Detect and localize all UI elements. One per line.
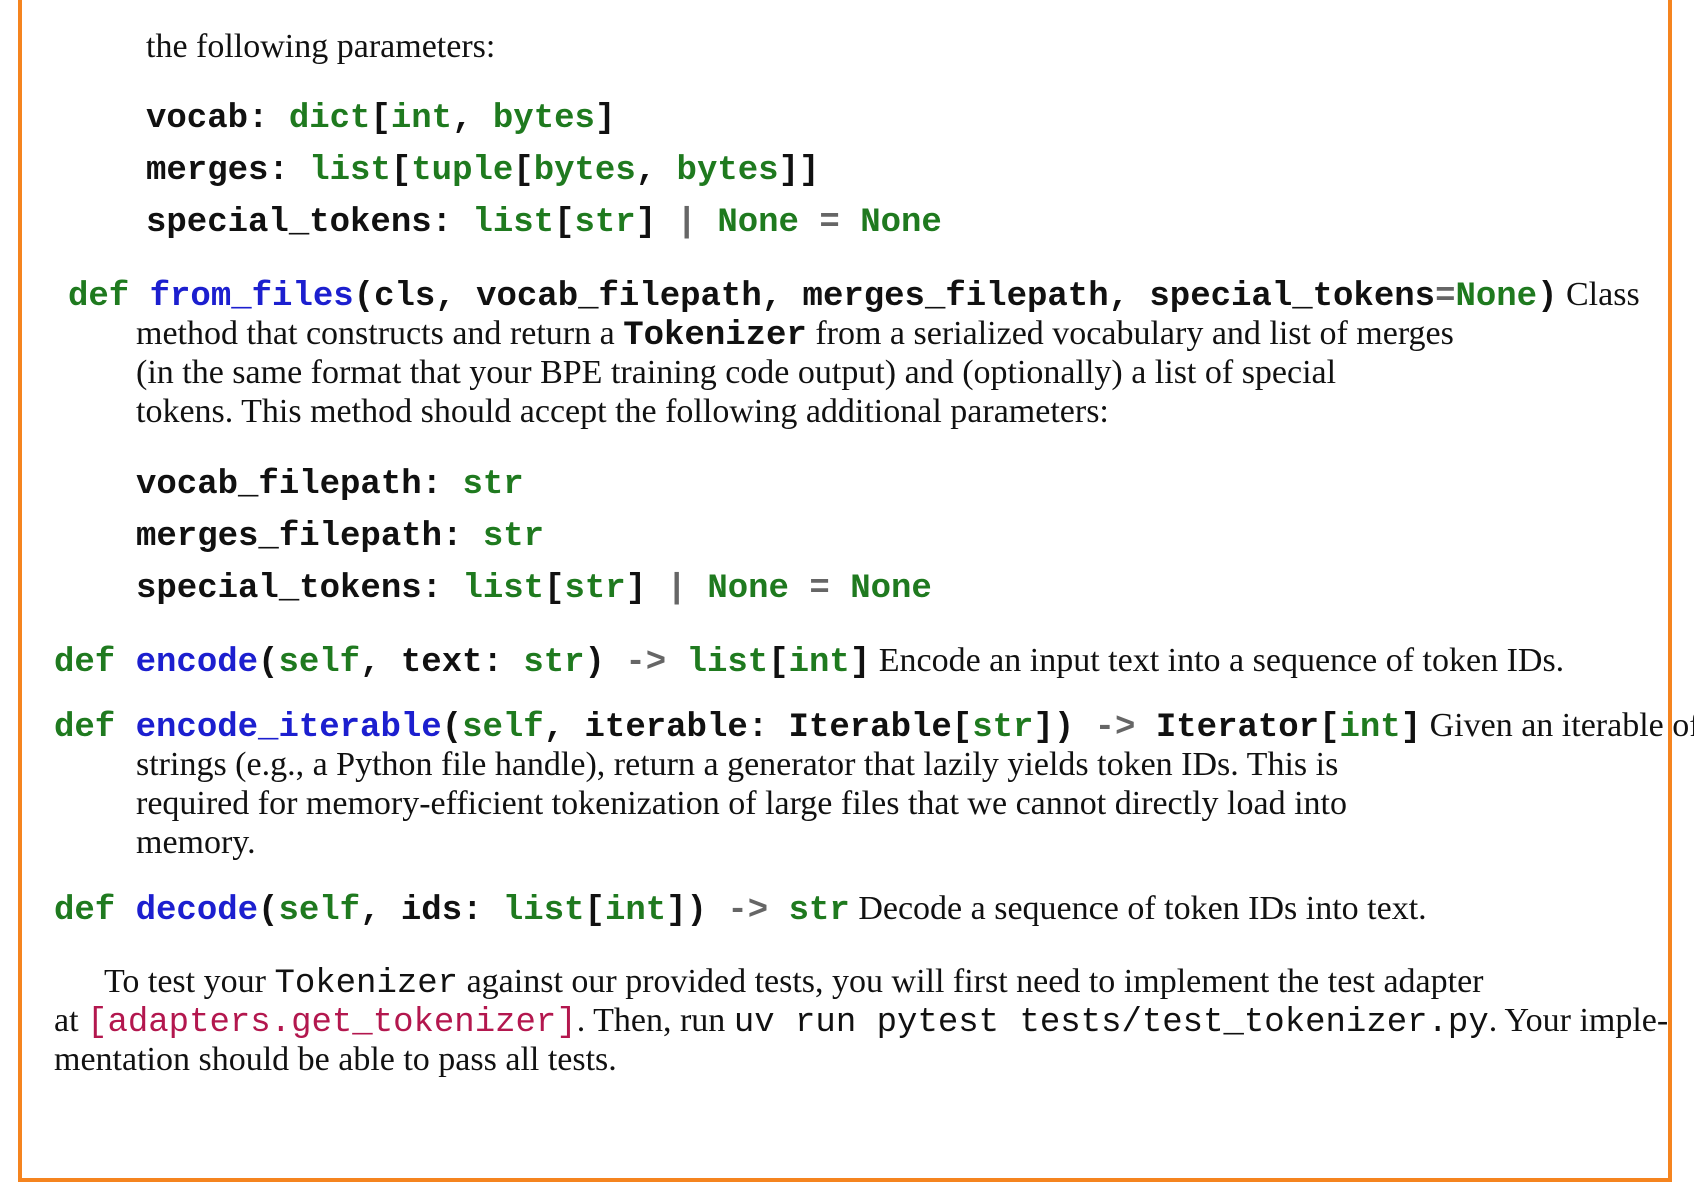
encode-iterable-desc-line4: memory. xyxy=(136,824,256,861)
param-file-special-tokens: special_tokens: list[str] | None = None xyxy=(136,570,932,608)
encode-iterable-desc-line3: required for memory-efficient tokenizati… xyxy=(136,785,1347,822)
run-command: uv run pytest tests/test_tokenizer.py xyxy=(733,1004,1489,1042)
closing-line1: To test your Tokenizer against our provi… xyxy=(104,963,1484,1003)
param-vocab-filepath: vocab_filepath: str xyxy=(136,466,524,504)
encode-iterable-desc-line2: strings (e.g., a Python file handle), re… xyxy=(136,746,1339,783)
document-body: the following parameters: vocab: dict[in… xyxy=(18,0,1694,1180)
param-vocab: vocab: dict[int, bytes] xyxy=(146,100,616,138)
param-merges: merges: list[tuple[bytes, bytes]] xyxy=(146,152,820,190)
from-files-desc-line2: method that constructs and return a Toke… xyxy=(136,315,1454,355)
encode-signature: def encode(self, text: str) -> list[int]… xyxy=(54,642,1565,682)
encode-iterable-signature: def encode_iterable(self, iterable: Iter… xyxy=(54,707,1694,747)
from-files-desc-line4: tokens. This method should accept the fo… xyxy=(136,393,1109,430)
closing-line2: at [adapters.get_tokenizer]. Then, run u… xyxy=(54,1002,1669,1042)
param-special-tokens: special_tokens: list[str] | None = None xyxy=(146,204,942,242)
closing-line3: mentation should be able to pass all tes… xyxy=(54,1041,617,1078)
adapters-link[interactable]: [adapters.get_tokenizer] xyxy=(87,1004,577,1042)
param-merges-filepath: merges_filepath: str xyxy=(136,518,545,556)
from-files-signature: def from_files(cls, vocab_filepath, merg… xyxy=(68,276,1640,316)
decode-signature: def decode(self, ids: list[int]) -> str … xyxy=(54,890,1427,930)
from-files-desc-line3: (in the same format that your BPE traini… xyxy=(136,354,1337,391)
intro-text: the following parameters: xyxy=(146,28,496,65)
section-frame xyxy=(18,0,1672,1182)
